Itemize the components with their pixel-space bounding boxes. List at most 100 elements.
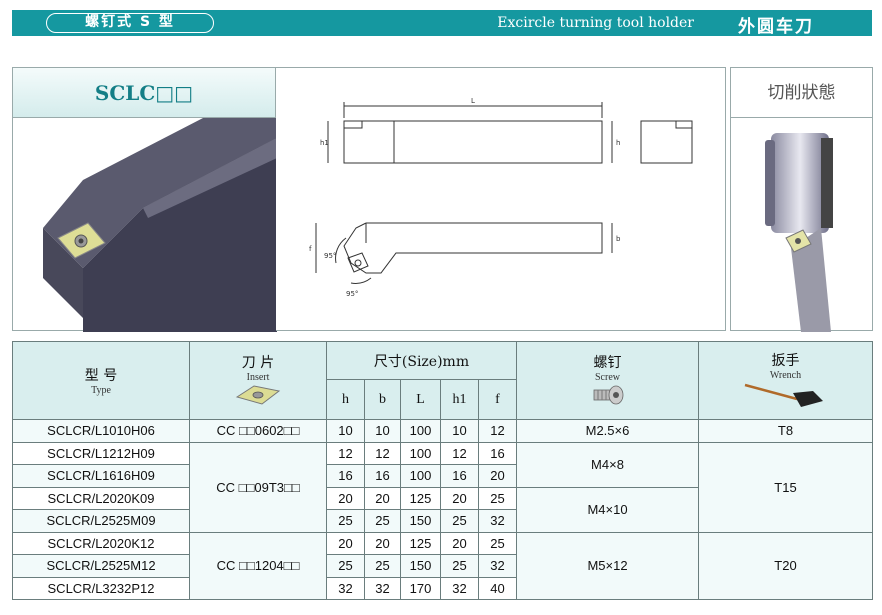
cell-h1: 16 <box>440 464 479 488</box>
wrench-icon <box>744 383 823 407</box>
header-L: L <box>400 379 441 420</box>
header-h: h <box>326 379 365 420</box>
cell-insert: CC □□1204□□ <box>189 531 327 600</box>
cell-b: 25 <box>364 509 401 533</box>
cutting-render <box>731 118 872 332</box>
cell-h1: 20 <box>440 486 479 510</box>
cell-f: 25 <box>478 531 517 555</box>
cell-L: 170 <box>400 576 441 600</box>
table-row: SCLCR/L2525M09 25 25 150 25 32 <box>12 509 873 533</box>
technical-drawing: L h1 h f b 95° 95° <box>309 97 693 298</box>
header-f: f <box>478 379 517 420</box>
header-bar: 螺钉式 S 型 Excircle turning tool holder 外圆车… <box>12 10 872 37</box>
cell-wrench: T8 <box>698 419 873 443</box>
english-title: Excircle turning tool holder <box>497 15 694 31</box>
dim-b: b <box>616 235 621 243</box>
cell-h: 20 <box>326 531 365 555</box>
cell-h: 12 <box>326 441 365 465</box>
cell-L: 150 <box>400 509 441 533</box>
cell-f: 16 <box>478 441 517 465</box>
cell-h: 10 <box>326 419 365 443</box>
cell-f: 32 <box>478 554 517 578</box>
tool-holder-illustration <box>43 118 277 332</box>
header-h1: h1 <box>440 379 479 420</box>
model-title: SCLC□□ <box>13 68 275 118</box>
chinese-title: 外圆车刀 <box>738 17 814 37</box>
dim-L: L <box>471 97 475 105</box>
cell-type: SCLCR/L1010H06 <box>12 419 190 443</box>
cell-L: 100 <box>400 441 441 465</box>
cell-h1: 32 <box>440 576 479 600</box>
cell-type: SCLCR/L2525M12 <box>12 554 190 578</box>
model-panel: SCLC□□ <box>12 67 277 332</box>
cutting-illustration <box>765 133 833 332</box>
header-insert: 刀 片 Insert <box>189 341 327 420</box>
cell-h1: 25 <box>440 509 479 533</box>
table-row: SCLCR/L1212H09 CC □□09T3□□ 12 12 100 12 … <box>12 441 873 533</box>
cell-h: 16 <box>326 464 365 488</box>
screw-icon <box>593 385 623 404</box>
cell-L: 100 <box>400 419 441 443</box>
cutting-state-panel: 切削狀態 <box>730 67 873 332</box>
tool-render <box>13 118 277 332</box>
cell-h: 25 <box>326 554 365 578</box>
dim-angle-2: 95° <box>346 290 358 298</box>
cell-f: 20 <box>478 464 517 488</box>
dim-h1: h1 <box>320 139 329 147</box>
table-row: SCLCR/L1616H09 16 16 100 16 20 <box>12 464 873 488</box>
cell-screw: M4×8 <box>516 441 699 488</box>
cell-wrench: T20 <box>698 531 873 600</box>
spec-table: 型 号 Type 刀 片 Insert 尺寸(Size)mm 螺钉 Screw <box>12 341 873 600</box>
cell-f: 40 <box>478 576 517 600</box>
header-screw: 螺钉 Screw <box>516 341 699 420</box>
cell-L: 125 <box>400 531 441 555</box>
cell-L: 100 <box>400 464 441 488</box>
cell-insert: CC □□0602□□ <box>189 419 327 443</box>
cell-h1: 10 <box>440 419 479 443</box>
header-type: 型 号 Type <box>12 341 190 420</box>
cell-type: SCLCR/L1212H09 <box>12 441 190 465</box>
cell-wrench: T15 <box>698 441 873 533</box>
cell-screw: M5×12 <box>516 531 699 600</box>
header-size: 尺寸(Size)mm <box>326 341 517 380</box>
series-pill: 螺钉式 S 型 <box>46 13 214 33</box>
cell-type: SCLCR/L1616H09 <box>12 464 190 488</box>
table-row: SCLCR/L2525M12 25 25 150 25 32 <box>12 554 873 578</box>
cell-b: 10 <box>364 419 401 443</box>
table-row: SCLCR/L2020K09 20 20 125 20 25 M4×10 <box>12 486 873 533</box>
cell-b: 20 <box>364 531 401 555</box>
cell-f: 32 <box>478 509 517 533</box>
cell-screw: M2.5×6 <box>516 419 699 443</box>
cell-type: SCLCR/L2020K09 <box>12 486 190 510</box>
cell-type: SCLCR/L3232P12 <box>12 576 190 600</box>
cell-type: SCLCR/L2020K12 <box>12 531 190 555</box>
table-row: SCLCR/L3232P12 32 32 170 32 40 <box>12 576 873 600</box>
cell-h: 25 <box>326 509 365 533</box>
cutting-state-title: 切削狀態 <box>731 68 872 118</box>
header-wrench: 扳手 Wrench <box>698 341 873 420</box>
cell-f: 12 <box>478 419 517 443</box>
cell-h: 20 <box>326 486 365 510</box>
cell-type: SCLCR/L2525M09 <box>12 509 190 533</box>
cell-h1: 25 <box>440 554 479 578</box>
dim-f: f <box>309 245 312 253</box>
cell-screw: M4×10 <box>516 486 699 533</box>
cell-L: 150 <box>400 554 441 578</box>
header-b: b <box>364 379 401 420</box>
cell-insert: CC □□09T3□□ <box>189 441 327 533</box>
technical-drawing-panel: L h1 h f b 95° 95° <box>276 67 726 331</box>
cell-h1: 12 <box>440 441 479 465</box>
dim-h: h <box>616 139 620 147</box>
cell-h1: 20 <box>440 531 479 555</box>
dim-angle-1: 95° <box>324 252 336 260</box>
cell-b: 16 <box>364 464 401 488</box>
cell-L: 125 <box>400 486 441 510</box>
table-row: SCLCR/L1010H06 CC □□0602□□ 10 10 100 10 … <box>12 419 873 443</box>
table-row: SCLCR/L2020K12 CC □□1204□□ 20 20 125 20 … <box>12 531 873 600</box>
cell-b: 25 <box>364 554 401 578</box>
insert-icon <box>235 384 281 405</box>
cell-h: 32 <box>326 576 365 600</box>
cell-f: 25 <box>478 486 517 510</box>
cell-b: 12 <box>364 441 401 465</box>
cell-b: 20 <box>364 486 401 510</box>
